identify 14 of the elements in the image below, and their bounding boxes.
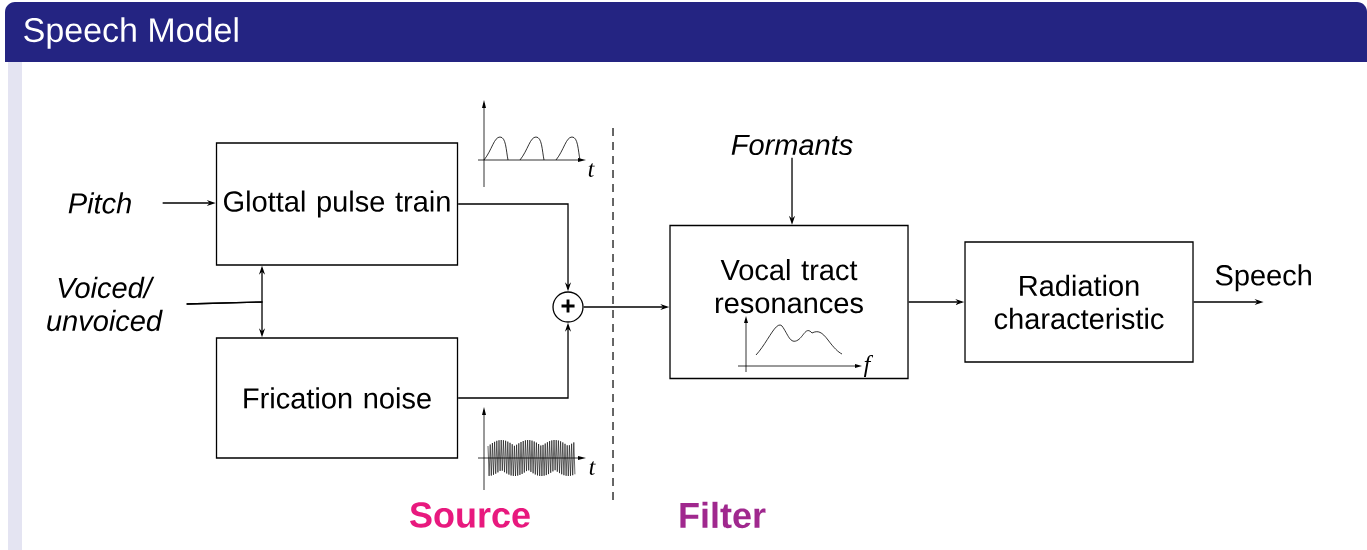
input-label: Pitch [68,192,131,214]
section-label: Filter [680,501,766,529]
summing-junction: + [552,291,584,323]
section-label: Source [410,502,530,528]
edge-label: Speech [1215,264,1311,292]
axis-label: f [863,355,874,377]
slide-title: Speech Model [24,17,238,49]
process-box: Radiation characteristic [964,241,1194,363]
input-label: Formants [731,134,853,156]
process-box: Glottal pulse train [215,142,459,266]
axis-label: t [588,163,595,177]
axis-label: t [589,461,596,475]
input-label: Voiced/ unvoiced [47,276,163,332]
process-box: Frication noise [215,337,459,459]
